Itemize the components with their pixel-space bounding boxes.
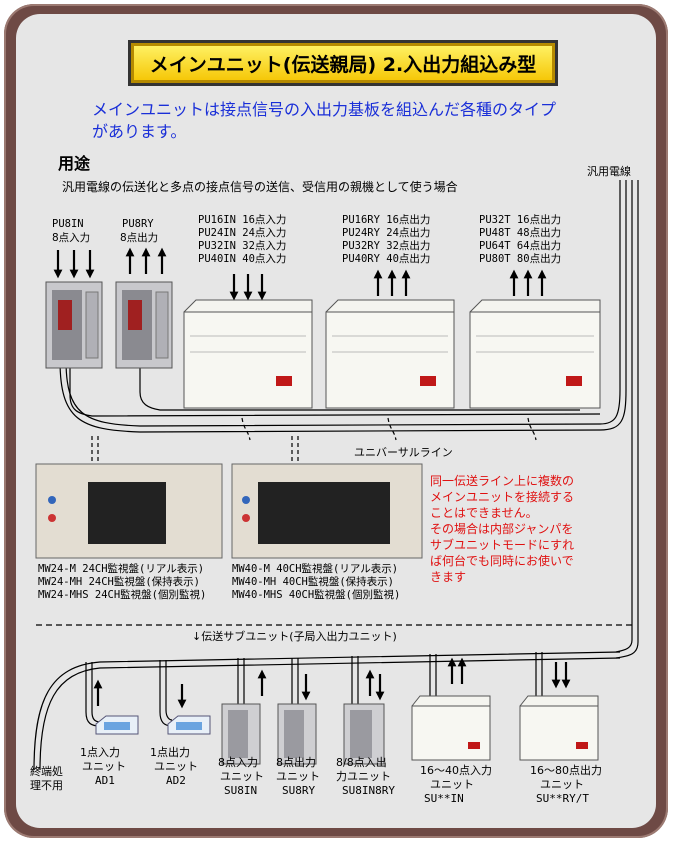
ad2-line-2: ユニット: [154, 760, 198, 773]
su8ry-line-2: ユニット: [276, 770, 320, 783]
note-line-7: きます: [430, 570, 467, 584]
pu-in-item-2: PU24IN 24点入力: [198, 227, 287, 239]
pu-ry-item-1: PU16RY 16点出力: [342, 214, 431, 226]
ad1-line-2: ユニット: [82, 760, 126, 773]
pu-ry-item-3: PU32RY 32点出力: [342, 240, 431, 252]
universal-line: [59, 180, 627, 433]
pu-ry-box: [325, 299, 455, 409]
mw24-item-1: MW24-M 24CH監視盤(リアル表示): [38, 563, 205, 575]
pu-ry-item-4: PU40RY 40点出力: [342, 253, 431, 265]
ad2-line-1: 1点出力: [150, 746, 190, 759]
page-title: メインユニット(伝送親局) 2.入出力組込み型: [149, 53, 537, 76]
intro-line-2: があります。: [92, 122, 187, 141]
pu8in-desc: 8点入力: [52, 232, 91, 244]
su8in8ry-model: SU8IN8RY: [342, 784, 395, 797]
su-in-model: SU**IN: [424, 792, 464, 805]
ad1-unit: [95, 715, 139, 735]
su-ry-box: [519, 695, 599, 761]
ad2-unit: [167, 715, 211, 735]
usage-text: 汎用電線の伝送化と多点の接点信号の送信、受信用の親機として使う場合: [62, 180, 458, 194]
su-in-line-1: 16～40点入力: [420, 764, 492, 777]
pu-in-item-4: PU40IN 40点入力: [198, 253, 287, 265]
note-line-3: ことはできません。: [430, 506, 538, 520]
title-banner: メインユニット(伝送親局) 2.入出力組込み型: [128, 40, 558, 86]
ad2-model: AD2: [166, 774, 186, 787]
sub-unit-heading: ↓伝送サブユニット(子局入出力ユニット): [192, 630, 397, 643]
su8ry-line-1: 8点出力: [276, 756, 316, 769]
note-line-2: メインユニットを接続する: [430, 490, 575, 504]
sub-unit-line: [33, 651, 621, 771]
note-line-1: 同一伝送ライン上に複数の: [430, 474, 575, 488]
mw40-item-1: MW40-M 40CH監視盤(リアル表示): [232, 563, 399, 575]
su8in-line-2: ユニット: [220, 770, 264, 783]
cable-label: 汎用電線: [587, 165, 631, 178]
su8ry-model: SU8RY: [282, 784, 316, 797]
pu-in-box: [183, 299, 313, 409]
su8in8ry-line-2: 力ユニット: [336, 770, 391, 783]
mw24-item-2: MW24-MH 24CH監視盤(保持表示): [38, 576, 201, 588]
su8in-unit: [221, 703, 261, 765]
mw24-panel: [35, 463, 223, 559]
note-line-4: その場合は内部ジャンパを: [430, 522, 574, 536]
pu-t-item-3: PU64T 64点出力: [479, 240, 562, 252]
pu-t-item-2: PU48T 48点出力: [479, 227, 562, 239]
su-in-line-2: ユニット: [430, 778, 474, 791]
mw40-panel: [231, 463, 423, 559]
su8ry-unit: [277, 703, 317, 765]
terminator-line-1: 終端処: [30, 765, 63, 778]
pu8ry-desc: 8点出力: [120, 232, 159, 244]
pu-in-item-1: PU16IN 16点入力: [198, 214, 287, 226]
su-ry-model: SU**RY/T: [536, 792, 589, 805]
drop-lines: [91, 417, 537, 462]
usage-heading: 用途: [58, 154, 91, 173]
pu8ry-unit: [115, 281, 173, 369]
general-cable: [615, 180, 639, 659]
pu-ry-item-2: PU24RY 24点出力: [342, 227, 431, 239]
universal-line-label: ユニバーサルライン: [354, 446, 453, 459]
terminator-line-2: 理不用: [30, 779, 63, 792]
intro-line-1: メインユニットは接点信号の入出力基板を組込んだ各種のタイプ: [92, 100, 557, 119]
note-line-5: サブユニットモードにすれ: [430, 538, 575, 552]
mw40-item-2: MW40-MH 40CH監視盤(保持表示): [232, 576, 395, 588]
signal-arrows: [53, 247, 571, 709]
su8in-line-1: 8点入力: [218, 756, 258, 769]
note-line-6: ば何台でも同時にお使いで: [430, 554, 574, 568]
su-ry-line-1: 16～80点出力: [530, 764, 602, 777]
pu8in-unit: [45, 281, 103, 369]
pu8ry-model: PU8RY: [122, 218, 154, 230]
su8in-model: SU8IN: [224, 784, 258, 797]
content-panel: [16, 14, 656, 828]
ad1-model: AD1: [95, 774, 115, 787]
mw24-item-3: MW24-MHS 24CH監視盤(個別監視): [38, 589, 207, 601]
pu-t-box: [469, 299, 601, 409]
su-in-box: [411, 695, 491, 761]
pu8in-model: PU8IN: [52, 218, 84, 230]
mw40-item-3: MW40-MHS 40CH監視盤(個別監視): [232, 589, 401, 601]
pu-in-item-3: PU32IN 32点入力: [198, 240, 287, 252]
su8in8ry-unit: [343, 703, 385, 765]
ad1-line-1: 1点入力: [80, 746, 120, 759]
su8in8ry-line-1: 8/8点入出: [336, 756, 387, 769]
su-ry-line-2: ユニット: [540, 778, 584, 791]
pu-t-item-1: PU32T 16点出力: [479, 214, 562, 226]
pu-t-item-4: PU80T 80点出力: [479, 253, 562, 265]
